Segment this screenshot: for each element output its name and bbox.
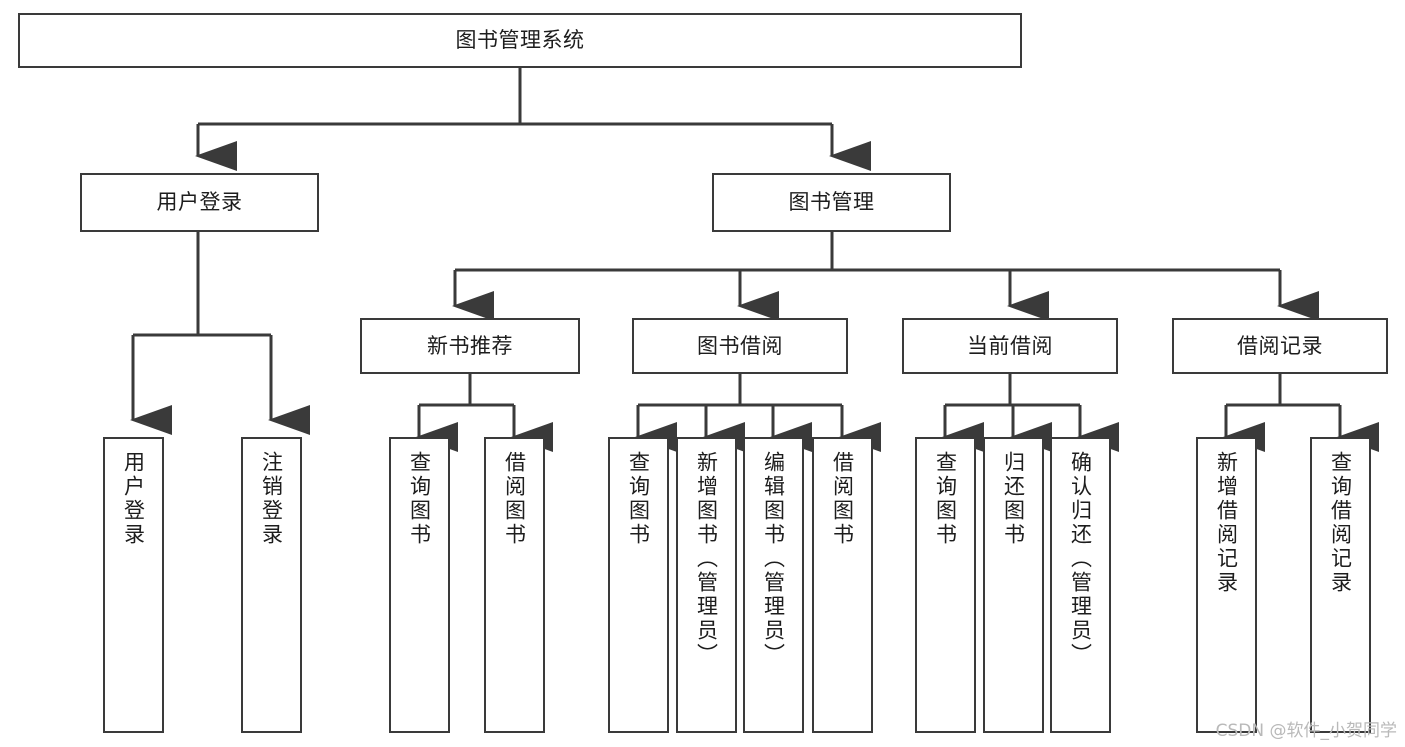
node-current-borrowing[interactable]: 当前借阅 [902, 318, 1118, 374]
node-borrowing-records[interactable]: 借阅记录 [1172, 318, 1388, 374]
leaf-query-borrowing-record[interactable]: 查询借阅记录 [1310, 437, 1371, 733]
leaf-borrow-books-recommendation[interactable]: 借阅图书 [484, 437, 545, 733]
node-label: 注销登录 [259, 451, 284, 547]
leaf-logout[interactable]: 注销登录 [241, 437, 302, 733]
node-label: 借阅图书 [830, 451, 855, 547]
node-label: 查询借阅记录 [1328, 451, 1353, 595]
node-label: 用户登录 [121, 451, 146, 547]
leaf-query-books-recommendation[interactable]: 查询图书 [389, 437, 450, 733]
node-label: 用户登录 [156, 190, 243, 215]
node-user-login[interactable]: 用户登录 [80, 173, 319, 232]
node-root-book-management-system[interactable]: 图书管理系统 [18, 13, 1022, 68]
node-label: 确认归还（管理员） [1068, 451, 1093, 667]
node-book-borrowing[interactable]: 图书借阅 [632, 318, 848, 374]
node-label: 查询图书 [933, 451, 958, 547]
node-label: 图书借阅 [697, 333, 783, 358]
node-label: 借阅记录 [1237, 333, 1323, 358]
leaf-user-login[interactable]: 用户登录 [103, 437, 164, 733]
leaf-edit-book-admin[interactable]: 编辑图书（管理员） [743, 437, 804, 733]
leaf-query-books-current[interactable]: 查询图书 [915, 437, 976, 733]
leaf-add-book-admin[interactable]: 新增图书（管理员） [676, 437, 737, 733]
node-label: 编辑图书（管理员） [761, 451, 786, 667]
leaf-query-books-borrowing[interactable]: 查询图书 [608, 437, 669, 733]
node-label: 新增借阅记录 [1214, 451, 1239, 595]
node-label: 新增图书（管理员） [694, 451, 719, 667]
node-label: 当前借阅 [967, 333, 1053, 358]
node-label: 归还图书 [1001, 451, 1026, 547]
node-label: 新书推荐 [427, 333, 513, 358]
leaf-return-books[interactable]: 归还图书 [983, 437, 1044, 733]
node-label: 图书管理系统 [455, 28, 585, 53]
node-label: 查询图书 [407, 451, 432, 547]
leaf-add-borrowing-record[interactable]: 新增借阅记录 [1196, 437, 1257, 733]
node-label: 借阅图书 [502, 451, 527, 547]
node-label: 图书管理 [788, 190, 875, 215]
node-new-book-recommendation[interactable]: 新书推荐 [360, 318, 580, 374]
csdn-watermark: CSDN @软件_小贺同学 [1215, 721, 1397, 741]
leaf-borrow-books-borrowing[interactable]: 借阅图书 [812, 437, 873, 733]
leaf-confirm-return-admin[interactable]: 确认归还（管理员） [1050, 437, 1111, 733]
node-book-management[interactable]: 图书管理 [712, 173, 951, 232]
node-label: 查询图书 [626, 451, 651, 547]
